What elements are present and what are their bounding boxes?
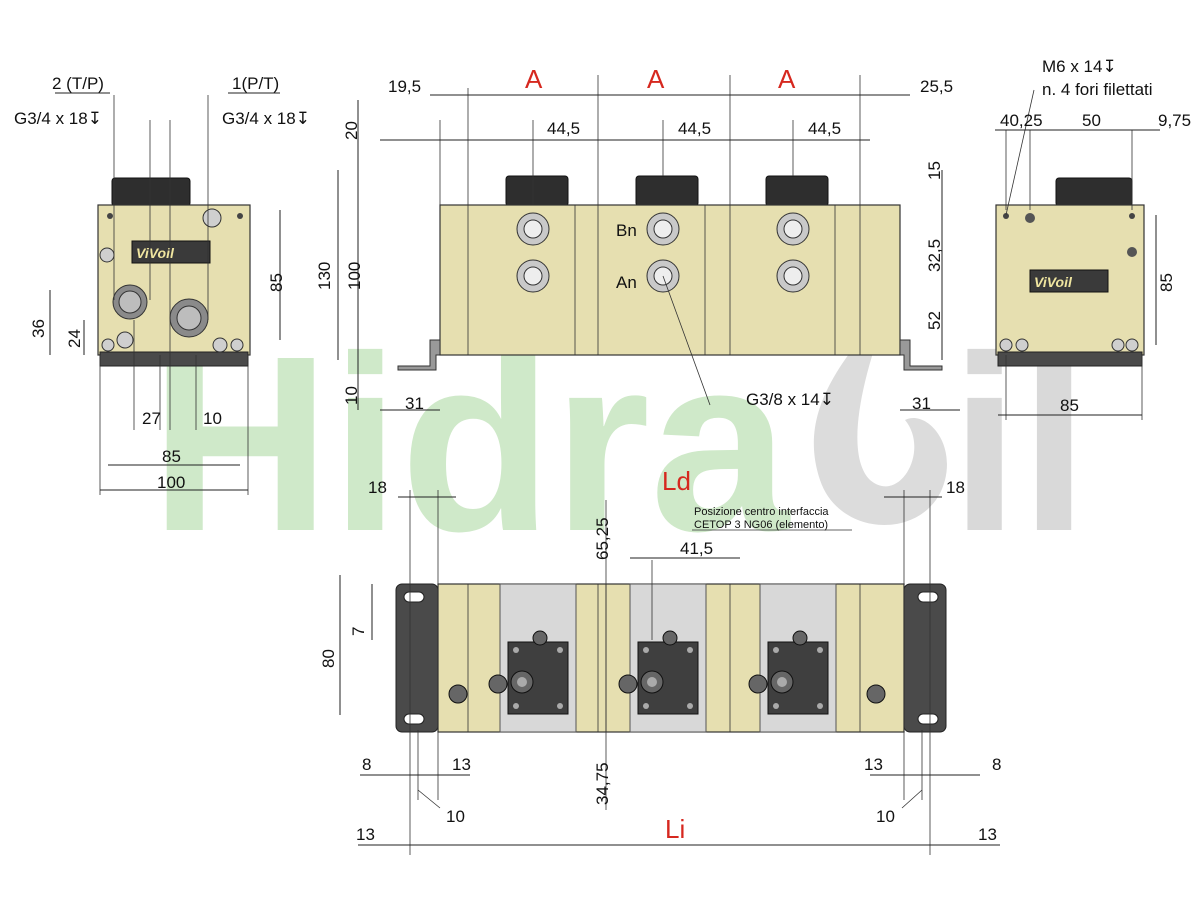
front-label-a-3: A — [778, 64, 796, 94]
bottom-dim-41-5: 41,5 — [680, 539, 713, 558]
bottom-dim-10-right: 10 — [876, 807, 895, 826]
right-side-view: ViVoil M6 x 14↧ n. 4 fori filettati 40,2… — [995, 57, 1191, 420]
front-dim-20: 20 — [342, 121, 361, 140]
bottom-dim-65-25: 65,25 — [593, 517, 612, 560]
front-dim-32-5: 32,5 — [925, 239, 944, 272]
bottom-dim-34-75: 34,75 — [593, 762, 612, 805]
front-view: A A A 19,5 25,5 44,5 44,5 44,5 20 130 10… — [315, 64, 960, 413]
bottom-dim-7: 7 — [349, 627, 368, 636]
right-thread-note-1: M6 x 14↧ — [1042, 57, 1117, 76]
front-dim-25-5: 25,5 — [920, 77, 953, 96]
bottom-dim-13-b: 13 — [864, 755, 883, 774]
bottom-dim-10-left: 10 — [446, 807, 465, 826]
bottom-dim-18-left: 18 — [368, 478, 387, 497]
bottom-view: Ld Li 18 18 Posizione centro interfaccia… — [319, 466, 1001, 855]
bottom-dim-13-d: 13 — [978, 825, 997, 844]
front-port-a-label: An — [616, 273, 637, 292]
left-dim-85-h: 85 — [162, 447, 181, 466]
front-dim-31-right: 31 — [912, 394, 931, 413]
front-dim-44-5-a: 44,5 — [547, 119, 580, 138]
watermark-drop-icon — [813, 305, 947, 525]
front-port-b-label: Bn — [616, 221, 637, 240]
front-dim-19-5: 19,5 — [388, 77, 421, 96]
front-dim-44-5-c: 44,5 — [808, 119, 841, 138]
front-dim-52: 52 — [925, 311, 944, 330]
cetop-interface-2-icon — [618, 630, 699, 715]
front-dim-15: 15 — [925, 161, 944, 180]
cetop-interface-3-icon — [748, 630, 829, 715]
front-dim-44-5-b: 44,5 — [678, 119, 711, 138]
right-dim-40-25: 40,25 — [1000, 111, 1043, 130]
bottom-dim-18-right: 18 — [946, 478, 965, 497]
bottom-label-li: Li — [665, 814, 685, 844]
left-dim-27: 27 — [142, 409, 161, 428]
left-side-view: ViVoil 2 (T/P) 1(P/T) G3/4 x 18↧ G3/4 x … — [14, 74, 310, 495]
left-dim-10: 10 — [203, 409, 222, 428]
bottom-dim-8-left: 8 — [362, 755, 371, 774]
front-dim-100: 100 — [345, 262, 364, 290]
bottom-dim-13-a: 13 — [452, 755, 471, 774]
thread-right-label: G3/4 x 18↧ — [222, 109, 310, 128]
port-2-label: 2 (T/P) — [52, 74, 104, 93]
front-dim-10: 10 — [342, 386, 361, 405]
port-b-1-icon — [516, 212, 550, 246]
port-1-label: 1(P/T) — [232, 74, 279, 93]
bottom-label-ld: Ld — [662, 466, 691, 496]
bottom-dim-13-c: 13 — [356, 825, 375, 844]
right-thread-note-2: n. 4 fori filettati — [1042, 80, 1153, 99]
port-b-3-icon — [776, 212, 810, 246]
left-dim-36: 36 — [29, 319, 48, 338]
bottom-dim-8-right: 8 — [992, 755, 1001, 774]
right-dim-85-v: 85 — [1157, 273, 1176, 292]
front-label-a-1: A — [525, 64, 543, 94]
left-dim-24: 24 — [65, 329, 84, 348]
logo-right: ViVoil — [1034, 274, 1073, 290]
right-dim-50: 50 — [1082, 111, 1101, 130]
left-dim-100: 100 — [157, 473, 185, 492]
thread-left-label: G3/4 x 18↧ — [14, 109, 102, 128]
port-a-3-icon — [776, 259, 810, 293]
right-dim-9-75: 9,75 — [1158, 111, 1191, 130]
front-dim-31-left: 31 — [405, 394, 424, 413]
bottom-note-2: CETOP 3 NG06 (elemento) — [694, 519, 828, 531]
bottom-note-1: Posizione centro interfaccia — [694, 506, 829, 518]
right-dim-85-h: 85 — [1060, 396, 1079, 415]
port-b-2-icon — [646, 212, 680, 246]
front-label-a-2: A — [647, 64, 665, 94]
front-thread-label: G3/8 x 14↧ — [746, 390, 834, 409]
port-a-1-icon — [516, 259, 550, 293]
logo: ViVoil — [136, 245, 175, 261]
front-dim-130: 130 — [315, 262, 334, 290]
cetop-interface-1-icon — [488, 630, 569, 715]
left-dim-85-v: 85 — [267, 273, 286, 292]
bottom-dim-80: 80 — [319, 649, 338, 668]
